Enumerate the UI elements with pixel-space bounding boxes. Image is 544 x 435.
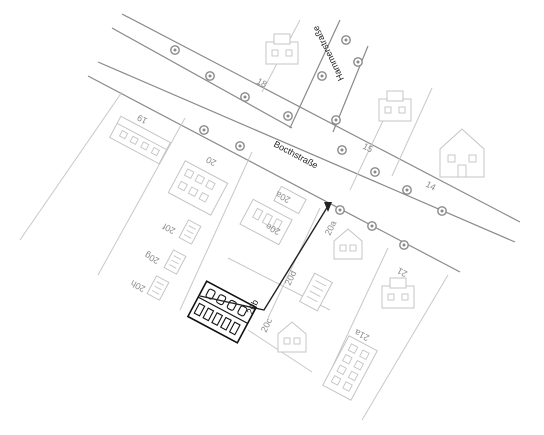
main-road-edge-bottom (87, 75, 461, 273)
houses (108, 33, 485, 401)
plot-line (329, 247, 389, 373)
plot-line (361, 274, 449, 421)
house-number-19: 19 (135, 113, 149, 127)
house-icon[interactable] (277, 321, 307, 353)
street-lamp-icon (205, 71, 215, 81)
side-road-edge-left (289, 19, 341, 129)
house-number-14: 14 (424, 179, 438, 193)
house-number-20c: 20c (259, 316, 275, 334)
street-lamp-icon (370, 167, 380, 177)
house-icon[interactable] (167, 160, 229, 216)
house-number-21: 21 (395, 266, 409, 280)
route-line (199, 205, 329, 311)
house-number-20d: 20d (283, 269, 299, 287)
house-icon[interactable] (378, 90, 412, 122)
house-number-18: 18 (255, 76, 269, 90)
street-lamp-icon (283, 111, 293, 121)
street-lamp-icon (337, 145, 347, 155)
house-icon[interactable] (298, 272, 334, 312)
house-icon[interactable] (381, 277, 415, 309)
house-number-15: 15 (361, 141, 375, 155)
house-icon[interactable] (163, 249, 187, 275)
house-number-20f: 20f (161, 221, 177, 236)
house-number-20b: 20b (245, 298, 261, 316)
street-lamp-icon (170, 45, 180, 55)
house-icon[interactable] (239, 198, 293, 246)
street-lamp-icon (335, 205, 345, 215)
plot-line (97, 117, 186, 276)
plot-lines (19, 19, 449, 421)
upper-road-edge-bottom (111, 27, 293, 129)
plot-line (267, 207, 321, 319)
street-lamp-icon (317, 71, 327, 81)
house-icon[interactable] (322, 335, 378, 401)
house-icon[interactable] (178, 219, 202, 245)
plot-line (179, 151, 253, 311)
street-lamp-icon (399, 240, 409, 250)
street-lamp-icon (402, 185, 412, 195)
street-lamp-icon (341, 35, 351, 45)
house-number-20: 20 (204, 155, 218, 169)
street-lamp-icon (199, 125, 209, 135)
house-icon[interactable] (265, 33, 299, 65)
street-lamp-icon (235, 141, 245, 151)
upper-road-edge-top (121, 13, 521, 223)
street-lamp-icon (331, 115, 341, 125)
street-lamp-icon (353, 57, 363, 67)
arrow-icon (324, 202, 332, 212)
house-icon[interactable] (108, 115, 172, 165)
house-icon[interactable] (273, 185, 307, 215)
house-icon[interactable] (439, 128, 485, 178)
plot-line (19, 91, 123, 241)
house-number-20g: 20g (143, 250, 161, 266)
house-number-20a-lower: 20a (323, 219, 339, 237)
street-lamp-icon (437, 206, 447, 216)
plot-line (391, 87, 433, 177)
house-icon[interactable] (146, 275, 170, 301)
street-lamp-icon (367, 221, 377, 231)
street-lamp-icon (240, 92, 250, 102)
street-label-side: Hammerstraße (311, 24, 346, 82)
route-path (199, 202, 332, 311)
house-number-20h: 20h (129, 278, 147, 294)
house-icon[interactable] (333, 228, 363, 260)
street-lamps (170, 35, 447, 250)
